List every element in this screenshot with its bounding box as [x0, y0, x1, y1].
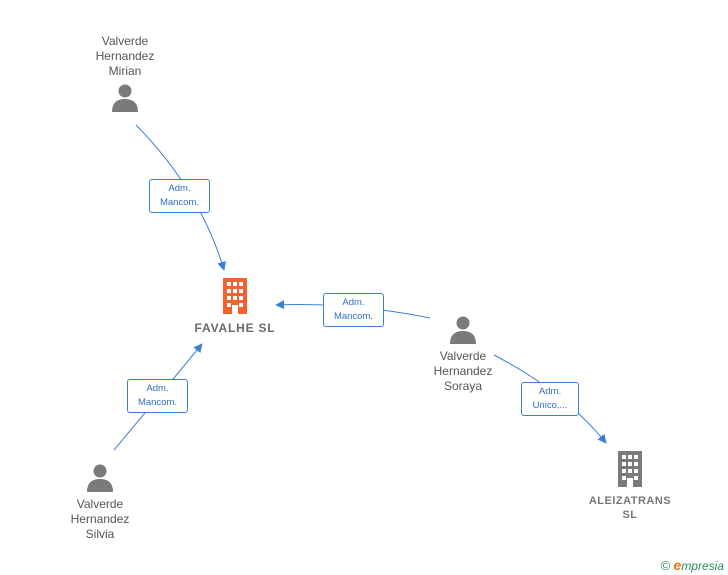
person-name: Valverde Hernandez Mirian — [95, 34, 155, 78]
edge-label-soraya-favalhe[interactable]: Adm. Mancom. — [323, 293, 384, 327]
brand-name: mpresia — [681, 559, 724, 573]
person-name: Valverde Hernandez Soraya — [433, 349, 493, 393]
copyright-icon: © — [660, 558, 671, 573]
node-silvia[interactable]: Valverde Hernandez Silvia — [48, 462, 152, 542]
empresia-logo[interactable]: © empresia — [661, 557, 724, 573]
person-name: Valverde Hernandez Silvia — [70, 497, 130, 541]
person-icon — [87, 464, 113, 492]
company-name: ALEIZATRANS SL — [588, 495, 672, 521]
node-favalhe[interactable]: FAVALHE SL — [185, 278, 285, 335]
building-icon — [618, 451, 642, 487]
brand-initial: e — [673, 557, 682, 573]
edge-label-soraya-aleizatrans[interactable]: Adm. Unico,... — [521, 382, 579, 416]
company-name: FAVALHE SL — [194, 321, 276, 335]
person-icon — [450, 316, 476, 344]
building-icon — [223, 278, 247, 314]
edge-label-mirian-favalhe[interactable]: Adm. Mancom. — [149, 179, 210, 213]
edge-label-silvia-favalhe[interactable]: Adm. Mancom. — [127, 379, 188, 413]
node-soraya[interactable]: Valverde Hernandez Soraya — [411, 314, 515, 394]
node-mirian[interactable]: Valverde Hernandez Mirian — [73, 34, 177, 117]
node-aleizatrans[interactable]: ALEIZATRANS SL — [580, 451, 680, 522]
person-icon — [112, 84, 138, 112]
